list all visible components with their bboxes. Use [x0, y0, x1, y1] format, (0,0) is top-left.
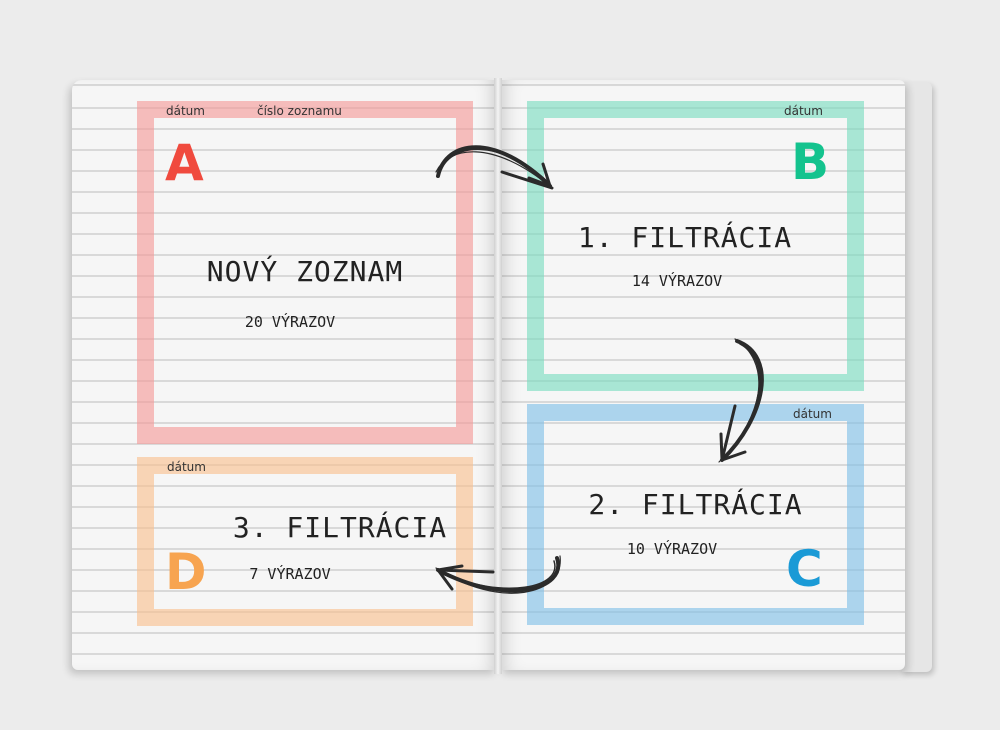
arrow-a-to-b [435, 145, 554, 190]
card-a-title: NOVÝ ZOZNAM [206, 255, 404, 288]
card-b-letter: B [791, 133, 830, 191]
notebook-cover-edge [902, 82, 932, 672]
card-a-letter: A [165, 134, 204, 192]
card-b-frame [527, 101, 864, 391]
card-c-frame [527, 404, 864, 625]
card-d-letter: D [165, 543, 207, 601]
arrow-b-to-c [718, 338, 764, 463]
card-c-count: 10 VÝRAZOV [626, 540, 718, 558]
arrow-c-to-d [435, 555, 561, 594]
card-c-letter: C [786, 540, 823, 598]
notebook-spine [494, 78, 502, 674]
card-b-date-label: dátum [784, 104, 823, 118]
card-c-date-label: dátum [793, 407, 832, 421]
card-a-count: 20 VÝRAZOV [244, 313, 336, 331]
card-a-list-number-label: číslo zoznamu [257, 104, 342, 118]
card-c-title: 2. FILTRÁCIA [588, 488, 803, 521]
card-b-title: 1. FILTRÁCIA [577, 221, 793, 254]
card-b-count: 14 VÝRAZOV [631, 272, 723, 290]
card-d-count: 7 VÝRAZOV [249, 565, 331, 583]
card-d-date-label: dátum [167, 460, 206, 474]
card-a-frame [137, 101, 473, 444]
card-d-title: 3. FILTRÁCIA [232, 511, 448, 544]
card-a-date-label: dátum [166, 104, 205, 118]
